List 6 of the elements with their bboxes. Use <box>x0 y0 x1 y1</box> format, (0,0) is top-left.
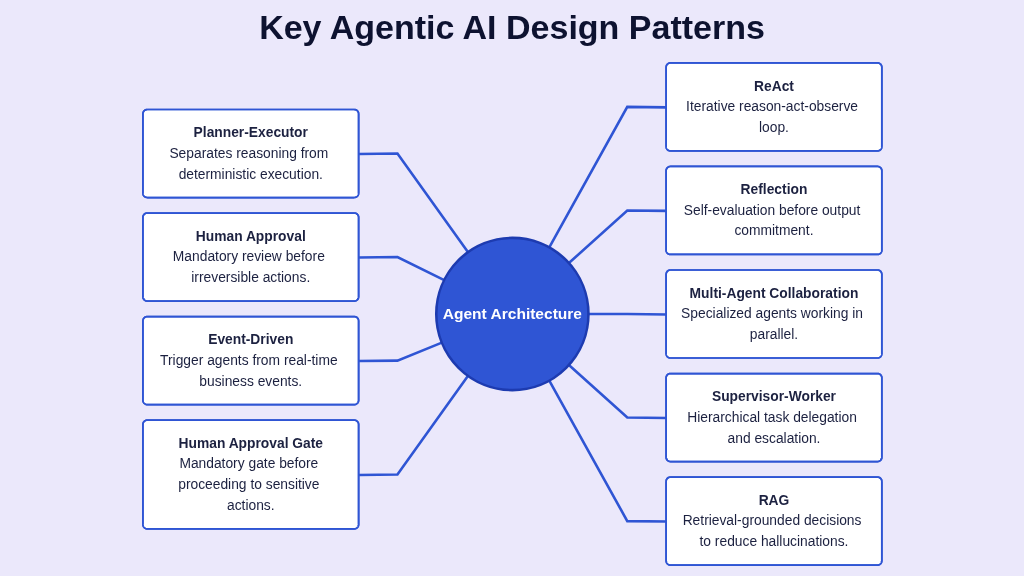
connector <box>358 375 469 477</box>
connector <box>358 255 445 282</box>
connector <box>358 152 469 253</box>
node-circle: Agent Architecture <box>434 236 590 392</box>
connector <box>358 341 442 363</box>
title: Key Agentic AI Design Patterns <box>258 8 766 47</box>
